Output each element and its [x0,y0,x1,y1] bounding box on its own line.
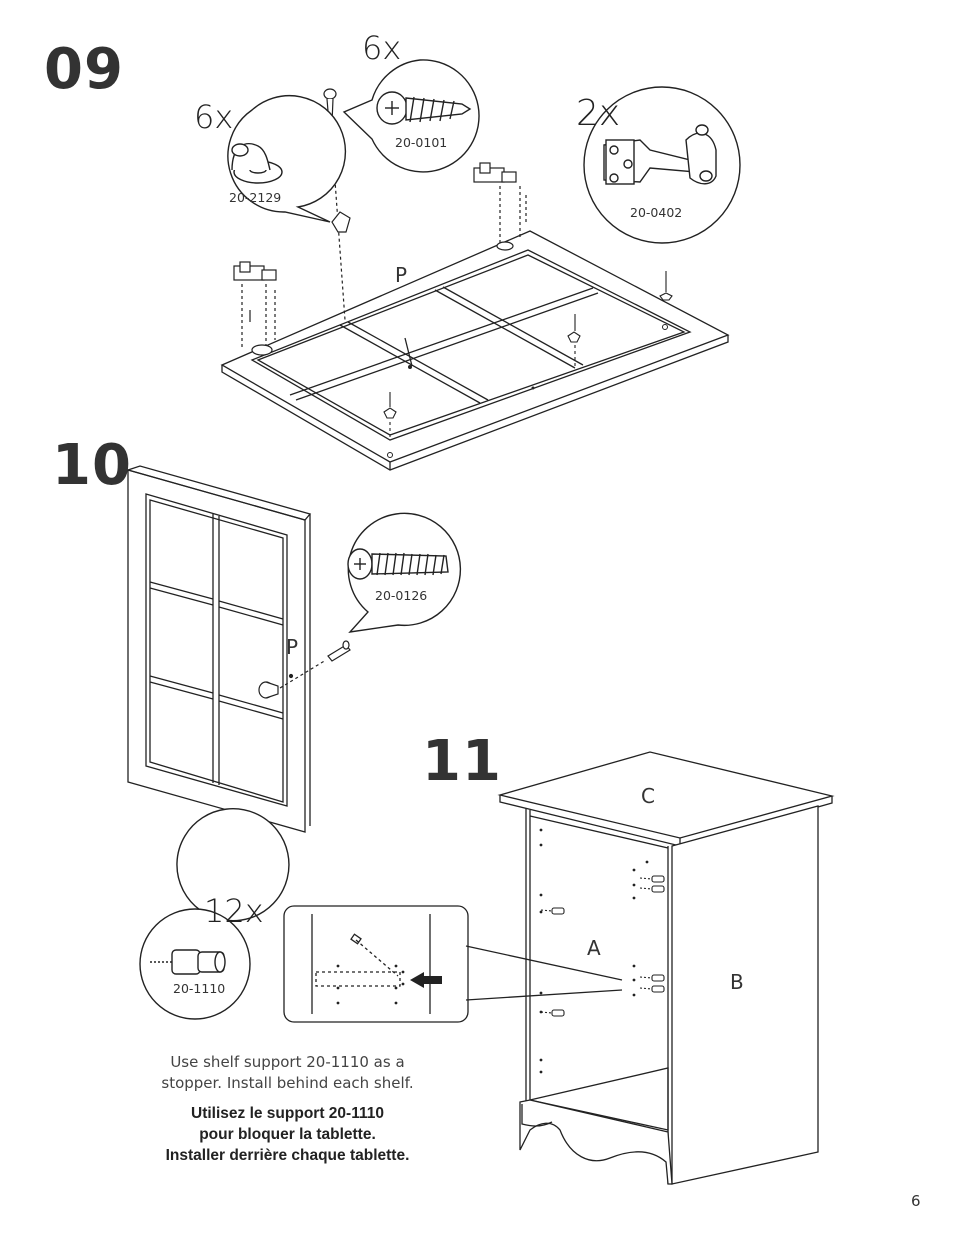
part-label-b: B [730,970,744,994]
code-20-0402: 20-0402 [630,205,683,220]
knob-holes [387,324,668,458]
qty-20-0402: 2x [576,93,621,134]
page-number: 6 [911,1192,921,1210]
shelf-pins-installed [540,875,665,1017]
door-panel-flat [220,230,730,471]
knob-and-screw-10 [258,640,351,699]
part-label-c: C [641,784,655,808]
instruction-note-en: Use shelf support 20-1110 as a stopper. … [161,1053,414,1092]
hinge-left [233,261,277,356]
detail-zoom-box [283,905,623,1023]
qty-20-2129: 6x [194,98,234,136]
part-label-a: A [587,936,601,960]
code-20-0126: 20-0126 [375,588,428,603]
qty-20-0101: 6x [362,29,402,67]
clips-and-screws [383,271,673,440]
insert-arrow-icon [410,972,442,988]
hinge-right [473,162,527,251]
callout-20-0402 [583,86,741,244]
nightstand-cabinet [497,751,835,1185]
panel-label-p-09: P [395,263,408,287]
note-fr-line-2: pour bloquer la tablette. [199,1126,376,1143]
note-fr-line-1: Utilisez le support 20-1110 [191,1105,384,1122]
panel-label-p-10: P [286,635,299,659]
callout-20-2129 [227,94,347,223]
callout-20-0126 [347,512,462,633]
detail-holes [336,964,405,1005]
code-20-0101: 20-0101 [395,135,448,150]
shelf-pin-holes [539,828,649,1074]
step-number-11: 11 [422,729,502,794]
callout-20-0101 [342,59,480,173]
instruction-note-fr: Utilisez le support 20-1110 pour bloquer… [130,1103,445,1166]
note-fr-line-3: Installer derrière chaque tablette. [165,1147,410,1164]
callout-20-1110 [139,808,290,1020]
qty-20-1110: 12x [204,892,264,930]
code-20-1110: 20-1110 [173,981,226,996]
step-number-10: 10 [52,433,132,498]
door-panel-standing [125,465,312,833]
step-number-09: 09 [44,37,124,102]
code-20-2129: 20-2129 [229,190,282,205]
